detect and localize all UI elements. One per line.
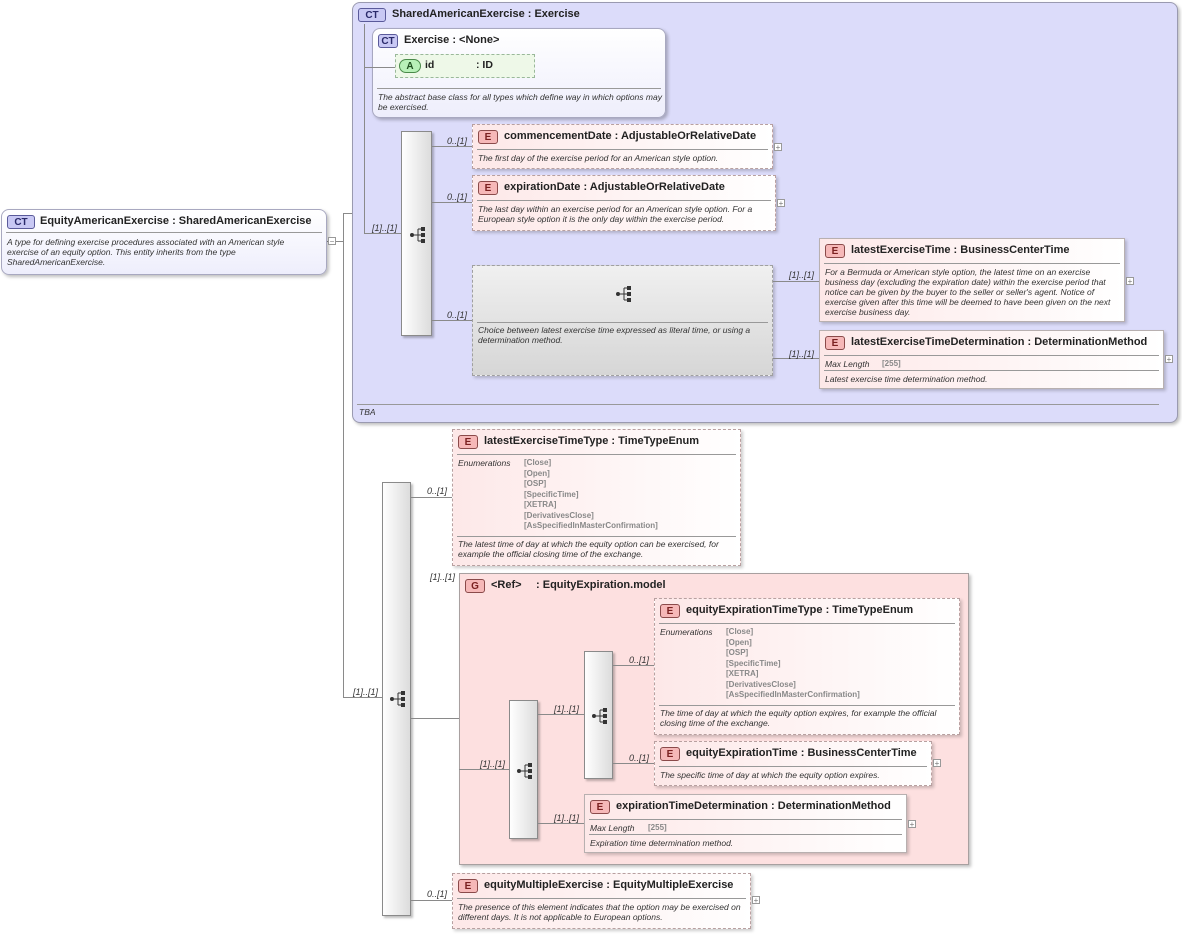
root-complex-type: CT EquityAmericanExercise : SharedAmeric… bbox=[1, 209, 327, 275]
attribute-icon: A bbox=[399, 59, 421, 73]
multiplicity: [1]..[1] bbox=[480, 759, 506, 769]
element-latest-exercise-time-type[interactable]: E latestExerciseTimeType : TimeTypeEnum … bbox=[452, 429, 741, 566]
element-doc: The first day of the exercise period for… bbox=[478, 153, 719, 163]
choice-doc: Choice between latest exercise time expr… bbox=[478, 325, 751, 345]
collapse-toggle[interactable]: − bbox=[328, 237, 336, 246]
element-doc: The time of day at which the equity opti… bbox=[660, 708, 937, 728]
element-title: commencementDate : AdjustableOrRelativeD… bbox=[504, 130, 757, 142]
multiplicity: 0..[1] bbox=[447, 136, 468, 146]
element-icon: E bbox=[825, 336, 845, 350]
root-type-name: EquityAmericanExercise : SharedAmericanE… bbox=[40, 215, 312, 227]
element-equity-expiration-time[interactable]: E equityExpirationTime : BusinessCenterT… bbox=[654, 741, 932, 786]
element-expiration-date[interactable]: E expirationDate : AdjustableOrRelativeD… bbox=[472, 175, 776, 231]
sequence-compositor[interactable] bbox=[382, 482, 411, 916]
group-ref: <Ref> bbox=[491, 579, 522, 591]
multiplicity: [1]..[1] bbox=[789, 349, 815, 359]
expand-toggle[interactable]: + bbox=[777, 199, 785, 208]
element-icon: E bbox=[825, 244, 845, 258]
enumeration-values: [Close] [Open] [OSP] [SpecificTime] [XET… bbox=[524, 458, 658, 530]
enumerations-label: Enumerations bbox=[660, 627, 713, 637]
expand-toggle[interactable]: + bbox=[774, 143, 782, 152]
multiplicity: [1]..[1] bbox=[554, 813, 580, 823]
element-latest-exercise-time-determination[interactable]: E latestExerciseTimeDetermination : Dete… bbox=[819, 330, 1164, 389]
element-doc: The last day within an exercise period f… bbox=[478, 204, 753, 224]
facet-label: Max Length bbox=[590, 823, 635, 833]
expand-toggle[interactable]: + bbox=[752, 896, 760, 905]
multiplicity: 0..[1] bbox=[427, 889, 448, 899]
multiplicity: [1]..[1] bbox=[430, 572, 456, 582]
exercise-type-name: Exercise : <None> bbox=[404, 34, 500, 46]
facet-value: [255] bbox=[648, 823, 667, 832]
element-doc: Latest exercise time determination metho… bbox=[825, 374, 988, 384]
element-expiration-time-determination[interactable]: E expirationTimeDetermination : Determin… bbox=[584, 794, 907, 853]
multiplicity: [1]..[1] bbox=[353, 687, 379, 697]
multiplicity: [1]..[1] bbox=[789, 270, 815, 280]
choice-compositor[interactable]: Choice between latest exercise time expr… bbox=[472, 265, 773, 376]
multiplicity: [1]..[1] bbox=[372, 223, 398, 233]
element-doc: Expiration time determination method. bbox=[590, 838, 734, 848]
choice-icon bbox=[616, 286, 631, 302]
expand-toggle[interactable]: + bbox=[1165, 355, 1173, 364]
element-icon: E bbox=[478, 130, 498, 144]
element-equity-multiple-exercise[interactable]: E equityMultipleExercise : EquityMultipl… bbox=[452, 873, 751, 929]
element-doc: The latest time of day at which the equi… bbox=[458, 539, 719, 559]
element-icon: E bbox=[590, 800, 610, 814]
multiplicity: 0..[1] bbox=[629, 655, 650, 665]
sequence-icon bbox=[390, 691, 405, 707]
multiplicity: 0..[1] bbox=[447, 192, 468, 202]
element-icon: E bbox=[458, 879, 478, 893]
group-title: : EquityExpiration.model bbox=[536, 579, 666, 591]
complex-type-icon: CT bbox=[7, 215, 35, 229]
attribute-name: id bbox=[425, 59, 435, 71]
complex-type-icon: CT bbox=[358, 8, 386, 22]
connector-shared bbox=[364, 24, 365, 234]
element-doc: For a Bermuda or American style option, … bbox=[825, 267, 1111, 317]
enumeration-values: [Close] [Open] [OSP] [SpecificTime] [XET… bbox=[726, 627, 860, 699]
element-title: expirationTimeDetermination : Determinat… bbox=[616, 800, 891, 812]
element-latest-exercise-time[interactable]: E latestExerciseTime : BusinessCenterTim… bbox=[819, 238, 1125, 322]
attribute-type: : ID bbox=[476, 59, 493, 71]
shared-type-name: SharedAmericanExercise : Exercise bbox=[392, 8, 580, 20]
sequence-compositor[interactable] bbox=[584, 651, 613, 779]
expand-toggle[interactable]: + bbox=[933, 759, 941, 768]
sequence-icon bbox=[410, 227, 425, 243]
sequence-compositor[interactable] bbox=[401, 131, 432, 336]
multiplicity: [1]..[1] bbox=[554, 704, 580, 714]
exercise-doc: The abstract base class for all types wh… bbox=[378, 92, 662, 112]
multiplicity: 0..[1] bbox=[447, 310, 468, 320]
element-title: latestExerciseTime : BusinessCenterTime bbox=[851, 244, 1070, 256]
expand-toggle[interactable]: + bbox=[1126, 277, 1134, 286]
multiplicity: 0..[1] bbox=[427, 486, 448, 496]
element-title: equityExpirationTime : BusinessCenterTim… bbox=[686, 747, 917, 759]
sequence-icon bbox=[592, 708, 607, 724]
facet-value: [255] bbox=[882, 359, 901, 368]
element-icon: E bbox=[458, 435, 478, 449]
element-doc: The specific time of day at which the eq… bbox=[660, 770, 880, 780]
group-icon: G bbox=[465, 579, 485, 593]
element-title: latestExerciseTimeType : TimeTypeEnum bbox=[484, 435, 700, 447]
attribute-id: A id : ID bbox=[395, 54, 535, 78]
enumerations-label: Enumerations bbox=[458, 458, 511, 468]
sequence-icon bbox=[517, 763, 532, 779]
element-icon: E bbox=[660, 604, 680, 618]
element-icon: E bbox=[478, 181, 498, 195]
element-title: equityExpirationTimeType : TimeTypeEnum bbox=[686, 604, 914, 616]
shared-footer: TBA bbox=[359, 407, 376, 417]
element-equity-expiration-time-type[interactable]: E equityExpirationTimeType : TimeTypeEnu… bbox=[654, 598, 960, 735]
element-title: equityMultipleExercise : EquityMultipleE… bbox=[484, 879, 734, 891]
sequence-compositor[interactable] bbox=[509, 700, 538, 839]
multiplicity: 0..[1] bbox=[629, 753, 650, 763]
element-title: expirationDate : AdjustableOrRelativeDat… bbox=[504, 181, 725, 193]
expand-toggle[interactable]: + bbox=[908, 820, 916, 829]
element-title: latestExerciseTimeDetermination : Determ… bbox=[851, 336, 1148, 348]
complex-type-icon: CT bbox=[378, 34, 398, 48]
root-doc: A type for defining exercise procedures … bbox=[7, 237, 285, 267]
element-commencement-date[interactable]: E commencementDate : AdjustableOrRelativ… bbox=[472, 124, 773, 169]
element-icon: E bbox=[660, 747, 680, 761]
element-doc: The presence of this element indicates t… bbox=[458, 902, 741, 922]
facet-label: Max Length bbox=[825, 359, 870, 369]
